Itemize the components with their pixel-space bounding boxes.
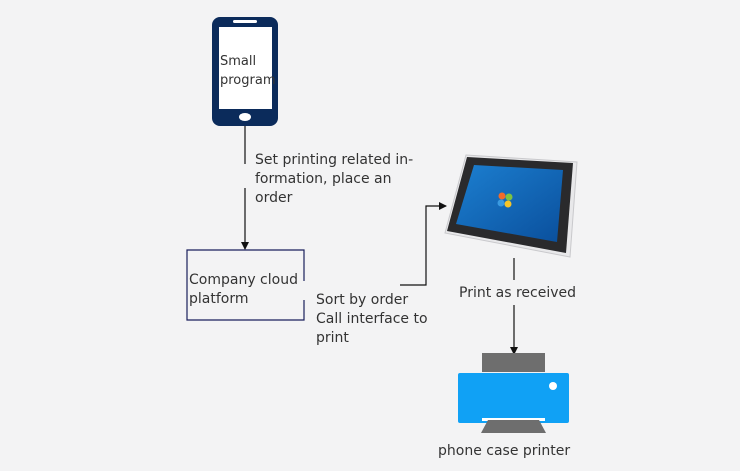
edge-label-line: formation, place an — [255, 171, 392, 187]
cloud-label-line2: platform — [189, 291, 249, 307]
printer-label: phone case printer — [438, 443, 571, 459]
phone-label: Small program — [220, 52, 276, 90]
edge-label-line: Call interface to — [316, 311, 428, 327]
edge-label-line: Set printing related in- — [255, 152, 414, 168]
phone-label-line1: Small — [220, 54, 257, 69]
cloud-label-line1: Company cloud — [189, 272, 298, 288]
edge-label-line: order — [255, 190, 293, 206]
arrow-cloud-to-tablet — [400, 202, 447, 286]
edge-label-cloud-to-tablet: Sort by order Call interface to print — [316, 291, 428, 348]
cloud-label: Company cloud platform — [189, 271, 298, 309]
edge-label-line: print — [316, 330, 349, 346]
tablet-icon — [444, 154, 578, 258]
phone-icon — [212, 17, 278, 126]
edge-label-tablet-to-printer: Print as received — [459, 285, 577, 301]
edge-label-line: Sort by order — [316, 292, 409, 308]
cloud-platform-box — [186, 249, 305, 321]
printer-icon — [458, 353, 569, 433]
edge-label-phone-to-cloud: Set printing related in- formation, plac… — [255, 151, 413, 208]
phone-label-line2: program — [220, 73, 276, 88]
